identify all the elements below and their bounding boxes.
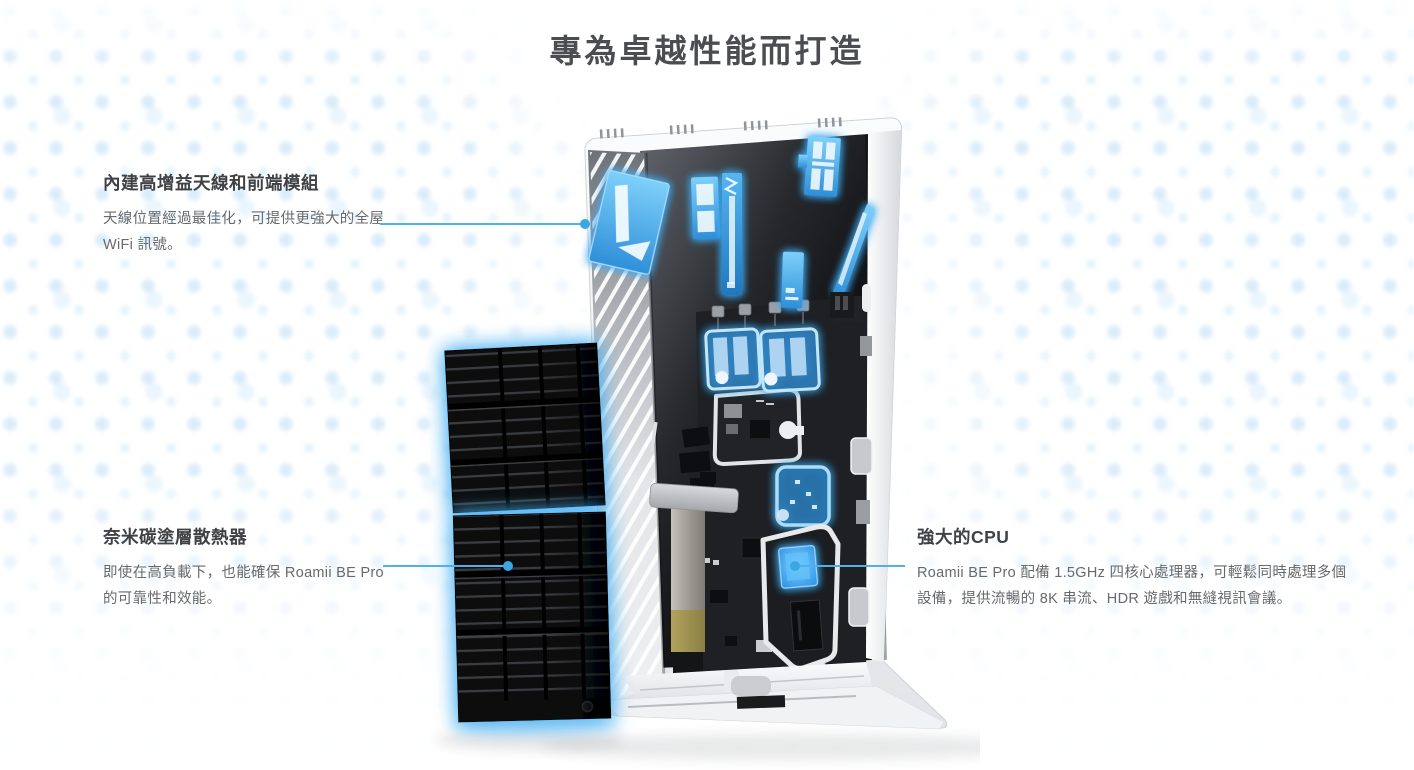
blue-shield-modules: [704, 327, 821, 393]
capacitor-stack: [671, 499, 705, 680]
antenna-module-strip: [722, 173, 742, 295]
heatsink-upper-block: [444, 342, 606, 514]
antenna-leader-dot: [580, 219, 590, 229]
antenna-module-dual: [691, 176, 721, 240]
cpu-leader-dot: [790, 561, 800, 571]
cpu-leader-line: [790, 561, 905, 571]
callout-antenna: 內建高增益天線和前端模組 天線位置經過最佳化，可提供更強大的全屋 WiFi 訊號…: [103, 170, 387, 259]
blue-radio-module: [775, 465, 831, 527]
product-exploded-view: [435, 117, 980, 760]
heatsink-leader-line: [383, 561, 513, 571]
callout-heatsink-heading: 奈米碳塗層散熱器: [103, 527, 247, 547]
callout-cpu: 強大的CPU Roamii BE Pro 配備 1.5GHz 四核心處理器，可輕…: [917, 524, 1347, 613]
antenna-leader-line: [380, 219, 590, 229]
heatsink-leader-dot: [503, 561, 513, 571]
callout-antenna-body: 天線位置經過最佳化，可提供更強大的全屋 WiFi 訊號。: [103, 211, 385, 253]
callout-cpu-heading: 強大的CPU: [917, 527, 1010, 547]
callout-heatsink: 奈米碳塗層散熱器 即使在高負載下，也能確保 Roamii BE Pro 的可靠性…: [103, 524, 387, 613]
top-vents: [599, 117, 842, 139]
case-base-tray: [603, 662, 945, 730]
callout-heatsink-body: 即使在高負載下，也能確保 Roamii BE Pro 的可靠性和效能。: [103, 565, 384, 607]
product-shadow: [435, 730, 980, 760]
antenna-blade: [833, 204, 875, 300]
antenna-module-small: [781, 251, 804, 309]
heatsink-lower-block: [452, 511, 612, 723]
section-title: 專為卓越性能而打造: [549, 33, 865, 69]
antenna-module-h: [797, 136, 841, 197]
case-right-wall: [848, 130, 901, 662]
antenna-module-large: [588, 170, 670, 275]
silver-shield-module: [712, 387, 804, 466]
callout-antenna-heading: 內建高增益天線和前端模組: [103, 173, 319, 193]
standoff-bar: [649, 482, 739, 514]
antenna-hinge: [830, 292, 854, 318]
callout-cpu-body: Roamii BE Pro 配備 1.5GHz 四核心處理器，可輕鬆同時處理多個…: [917, 565, 1347, 607]
